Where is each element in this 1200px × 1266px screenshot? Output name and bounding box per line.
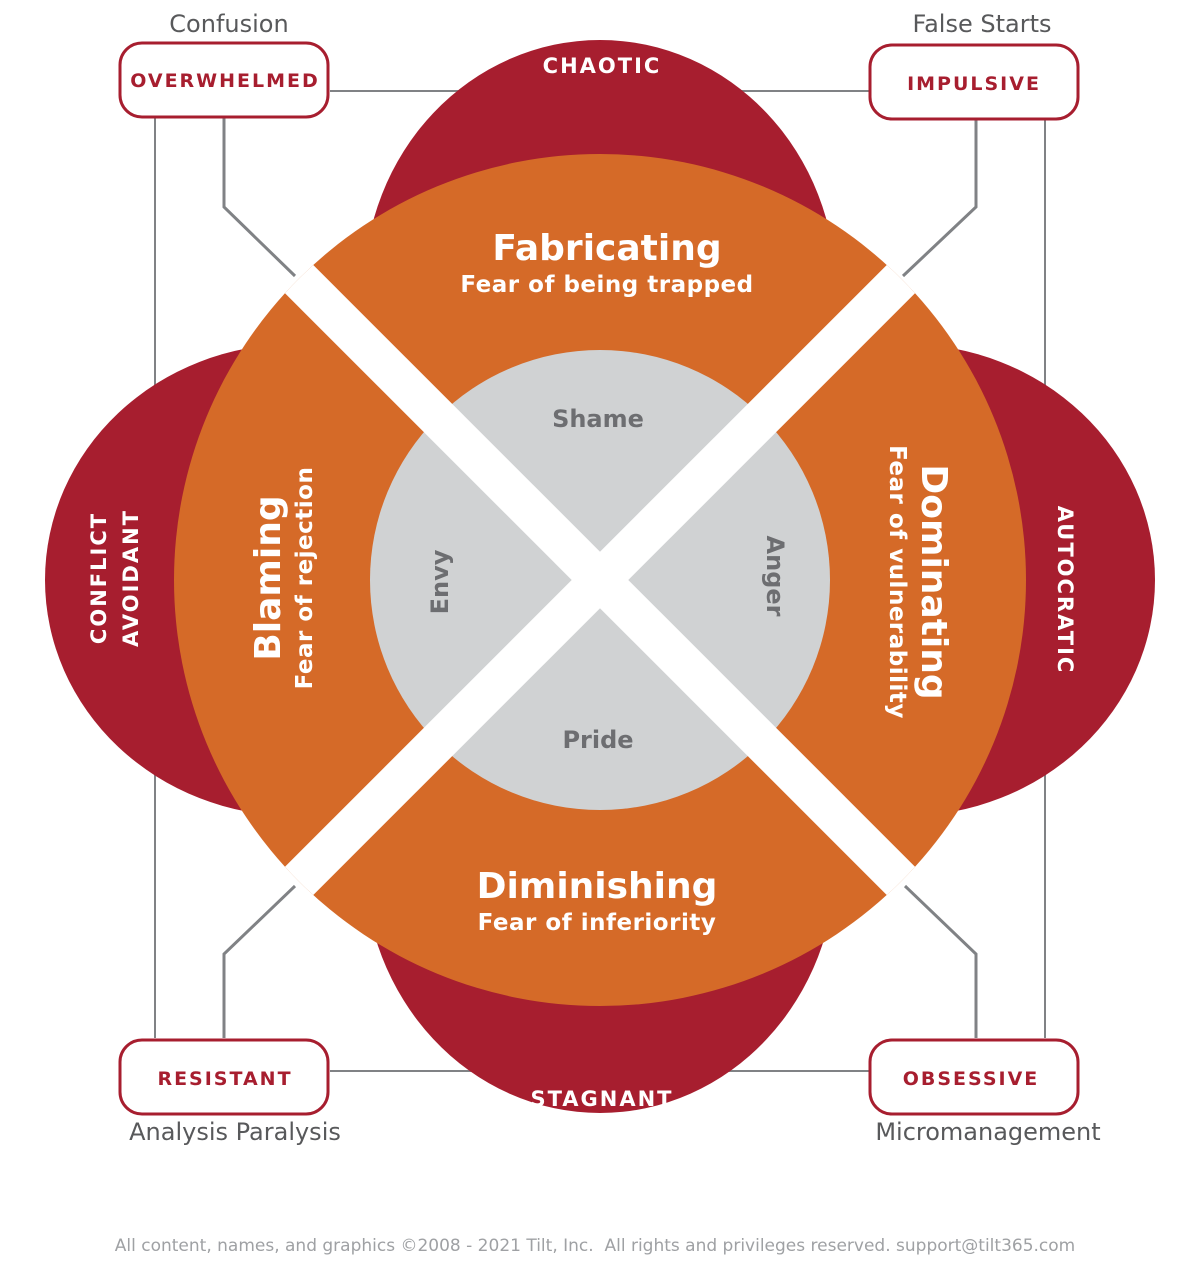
lobe-label-conflict: CONFLICT: [87, 512, 111, 644]
lobe-label-autocratic: AUTOCRATIC: [1053, 506, 1077, 675]
lobe-label-stagnant: STAGNANT: [530, 1087, 673, 1111]
core-label-shame: Shame: [552, 405, 644, 433]
sector-dividers: [174, 154, 1026, 1006]
sector-title-dominating: Dominating: [913, 464, 954, 699]
lobe-label-avoidant: AVOIDANT: [119, 509, 143, 647]
sector-sub-fabricating: Fear of being trapped: [460, 272, 753, 298]
caption-micromanagement: Micromanagement: [875, 1118, 1100, 1146]
caption-false-starts: False Starts: [912, 10, 1051, 38]
connector-bottom-left: [222, 884, 297, 1038]
caption-analysis-paralysis: Analysis Paralysis: [129, 1118, 341, 1146]
sector-right-group: Dominating Fear of vulnerability: [884, 445, 954, 719]
core-left-group: Envy: [426, 549, 454, 614]
box-obsessive: [868, 1038, 1080, 1116]
core-label-pride: Pride: [562, 726, 633, 754]
sector-sub-dominating: Fear of vulnerability: [884, 445, 910, 719]
core-label-anger: Anger: [761, 536, 789, 617]
lobe-label-conflict-avoidant: CONFLICT AVOIDANT: [87, 509, 143, 647]
core-right-group: Anger: [761, 536, 789, 617]
connector-bottom-right: [903, 884, 978, 1038]
box-impulsive: [868, 43, 1080, 121]
copyright-footer: All content, names, and graphics ©2008 -…: [115, 1236, 1075, 1256]
label-resistant: RESISTANT: [157, 1068, 292, 1090]
sector-title-fabricating: Fabricating: [492, 228, 721, 269]
label-overwhelmed: OVERWHELMED: [130, 70, 320, 92]
box-overwhelmed: [118, 41, 330, 119]
sector-sub-diminishing: Fear of inferiority: [478, 910, 717, 936]
sector-sub-blaming: Fear of rejection: [292, 467, 318, 690]
core-label-envy: Envy: [426, 549, 454, 614]
corner-boxes: [118, 41, 1080, 1116]
label-impulsive: IMPULSIVE: [907, 73, 1041, 95]
box-resistant: [118, 1038, 330, 1116]
label-obsessive: OBSESSIVE: [903, 1068, 1040, 1090]
lobe-label-autocratic-group: AUTOCRATIC: [1053, 506, 1077, 675]
connector-top-right: [901, 118, 978, 278]
connector-top-left: [222, 118, 297, 278]
caption-confusion: Confusion: [169, 10, 288, 38]
corner-connectors: [222, 118, 978, 1038]
lobe-label-chaotic: CHAOTIC: [543, 54, 662, 78]
sector-title-diminishing: Diminishing: [477, 866, 718, 907]
sector-left-group: Blaming Fear of rejection: [248, 467, 318, 690]
divider-diagonal-b: [174, 154, 1026, 1006]
sector-title-blaming: Blaming: [248, 495, 289, 660]
